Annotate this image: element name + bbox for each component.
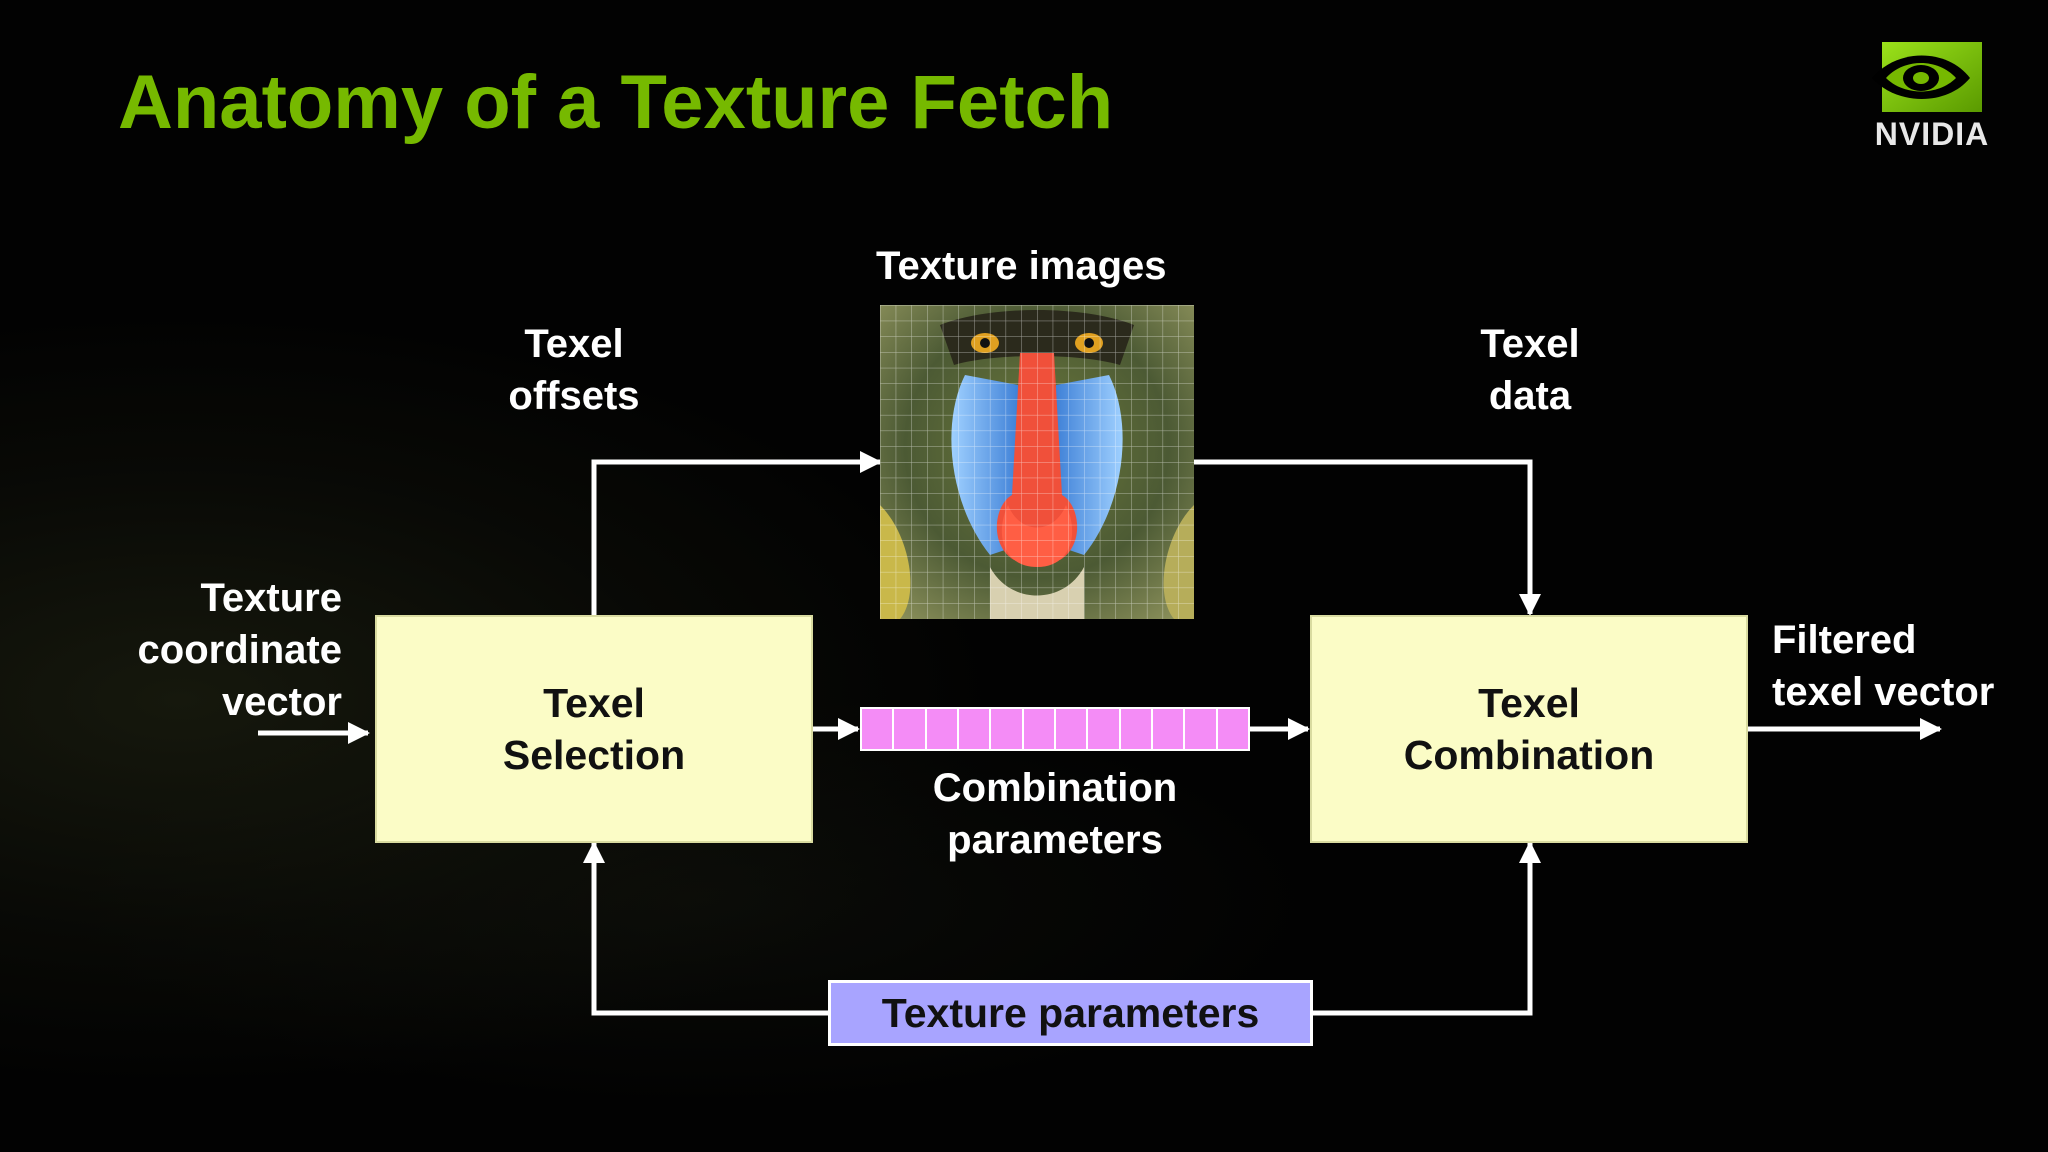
combination-parameter-cell (1152, 709, 1186, 749)
combination-parameter-cell (894, 709, 927, 749)
texel-data-arrow (1194, 459, 1541, 616)
output-vector-label: Filtered texel vector (1772, 618, 1995, 714)
texture-image-mandrill (880, 305, 1194, 619)
input-vector-label: Texture coordinate vector (137, 576, 342, 724)
combination-parameters-label: Combination parameters (932, 766, 1178, 862)
texel-data-label: Texel data (1480, 322, 1580, 418)
combination-parameter-cell (1120, 709, 1153, 749)
texture-images-label: Texture images (876, 244, 1167, 288)
combination-parameter-cell (958, 709, 992, 749)
combination-parameter-cell (1185, 709, 1218, 749)
texel-combination-box: Texel Combination (1310, 615, 1748, 843)
texel-offsets-arrow (591, 451, 882, 617)
combination-parameter-cell (1023, 709, 1056, 749)
params-to-selection-arrow (583, 841, 828, 1016)
texture-parameters-box: Texture parameters (828, 980, 1313, 1046)
combination-parameter-cell (1088, 709, 1121, 749)
nvidia-logo: NVIDIA (1852, 40, 2012, 158)
combination-parameter-cell (1217, 709, 1248, 749)
nvidia-wordmark: NVIDIA (1874, 116, 1990, 152)
slide-title: Anatomy of a Texture Fetch (118, 60, 1114, 145)
combination-parameter-cell (862, 709, 895, 749)
texel-offsets-label: Texel offsets (508, 322, 640, 418)
combination-parameter-cell (991, 709, 1024, 749)
params-to-combination-box-arrow (1313, 841, 1541, 1016)
combination-parameters-bar (860, 707, 1250, 751)
combination-parameter-cell (926, 709, 959, 749)
combination-parameter-cell (1055, 709, 1089, 749)
nvidia-eye-icon (1872, 42, 1982, 112)
texel-selection-box: Texel Selection (375, 615, 813, 843)
